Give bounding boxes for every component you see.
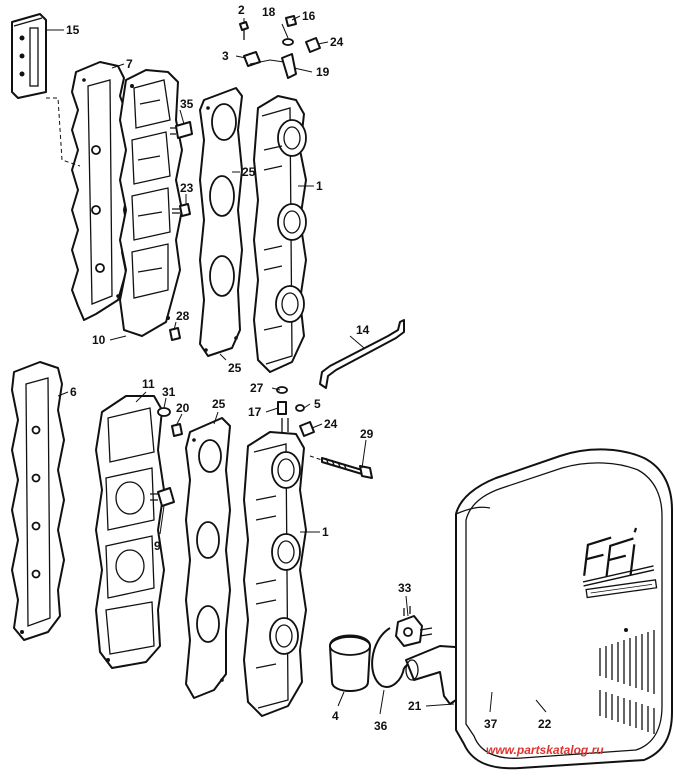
callout-35: 35 — [180, 97, 194, 111]
callout-37: 37 — [484, 717, 498, 731]
watermark-text: www.partskatalog.ru — [486, 743, 604, 757]
callout-25-gasket-upper-bottom: 25 — [228, 361, 242, 375]
part-16-screw — [285, 15, 297, 27]
callout-1-lower: 1 — [322, 525, 329, 539]
callout-24-lower: 24 — [324, 417, 338, 431]
callout-21: 21 — [408, 699, 422, 713]
callout-27: 27 — [250, 381, 264, 395]
callout-25-lower: 25 — [212, 397, 226, 411]
dashed-guide-29 — [309, 455, 323, 461]
callout-numbers: 15 7 2 18 16 3 24 19 35 1 23 25 28 10 25… — [66, 3, 552, 733]
dashed-guide-15-7 — [46, 97, 81, 167]
part-4-sleeve — [329, 634, 371, 692]
part-15-plate — [11, 13, 47, 99]
callout-2: 2 — [238, 3, 245, 17]
part-20-screw — [171, 423, 183, 437]
engine-cover — [455, 448, 673, 770]
callout-19: 19 — [316, 65, 330, 79]
callout-4: 4 — [332, 709, 339, 723]
callout-11: 11 — [142, 377, 155, 391]
part-24-cap-upper — [305, 37, 321, 53]
callout-14: 14 — [356, 323, 370, 337]
leader-lines — [46, 15, 547, 715]
ffi-logo — [582, 527, 658, 599]
part-35-sensor — [170, 121, 193, 139]
part-7-gasket — [71, 61, 129, 321]
part-1-manifold-upper — [253, 95, 307, 373]
part-31-plug — [157, 407, 171, 417]
part-25-gasket-upper — [199, 87, 243, 357]
part-2-screw — [239, 21, 249, 40]
part-19-bracket — [249, 53, 297, 79]
part-18-washer — [282, 38, 294, 46]
part-14-rod — [319, 319, 405, 389]
part-27-washer — [276, 386, 288, 394]
callout-16: 16 — [302, 9, 316, 23]
part-11-cover — [95, 395, 165, 669]
callout-29: 29 — [360, 427, 374, 441]
callout-23: 23 — [180, 181, 194, 195]
part-28-screw — [169, 327, 181, 341]
callout-18: 18 — [262, 5, 276, 19]
part-10-cover — [119, 69, 183, 337]
part-5-seal — [295, 404, 305, 412]
part-24-cap-lower — [299, 421, 315, 437]
callout-33: 33 — [398, 581, 412, 595]
part-25-gasket-lower — [185, 417, 231, 699]
callout-10: 10 — [92, 333, 106, 347]
callout-7: 7 — [126, 57, 133, 71]
callout-9: 9 — [154, 539, 161, 553]
callout-36: 36 — [374, 719, 388, 733]
callout-15: 15 — [66, 23, 80, 37]
part-33-valve — [395, 606, 433, 647]
callout-17: 17 — [248, 405, 262, 419]
part-23-screw — [172, 203, 191, 217]
callout-28: 28 — [176, 309, 190, 323]
part-9-sensor — [150, 487, 175, 507]
callout-24-upper: 24 — [330, 35, 344, 49]
callout-3: 3 — [222, 49, 229, 63]
part-29-bolt — [321, 457, 373, 479]
callout-20: 20 — [176, 401, 190, 415]
cover-vent-slots — [599, 630, 655, 734]
callout-22: 22 — [538, 717, 552, 731]
callout-1-upper: 1 — [316, 179, 323, 193]
part-1-manifold-lower — [243, 418, 307, 717]
callout-6: 6 — [70, 385, 77, 399]
callout-31: 31 — [162, 385, 176, 399]
part-17-sleeve — [277, 401, 287, 415]
callout-25-upper: 25 — [242, 165, 256, 179]
part-6-gasket — [11, 361, 65, 641]
callout-5: 5 — [314, 397, 321, 411]
